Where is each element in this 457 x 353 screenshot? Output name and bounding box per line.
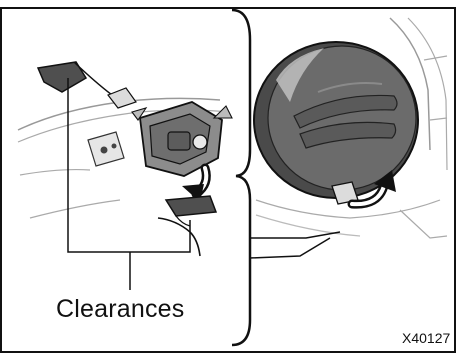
left-panel-bracket-view	[18, 62, 232, 290]
body-contour-line	[30, 200, 120, 218]
cover-tab	[108, 88, 136, 108]
mounting-bolt-icon	[101, 147, 108, 154]
body-contour-line	[430, 118, 447, 120]
figure-code-label: X40127	[402, 330, 450, 346]
carrier-hook	[214, 106, 232, 118]
mounting-bolt-icon	[112, 144, 117, 149]
panel-divider-bracket	[232, 10, 250, 345]
cover-edge-line	[158, 218, 200, 256]
clearance-pointer-line	[250, 232, 340, 238]
cover-flap-lower	[166, 196, 216, 216]
body-contour-line	[20, 170, 90, 175]
carrier-lock-housing	[168, 132, 190, 150]
carrier-latch-icon	[193, 135, 207, 149]
right-panel-tire-view	[250, 18, 447, 258]
body-contour-line	[400, 210, 447, 238]
clearances-label: Clearances	[56, 295, 184, 324]
clearance-pointer-line	[250, 238, 330, 258]
